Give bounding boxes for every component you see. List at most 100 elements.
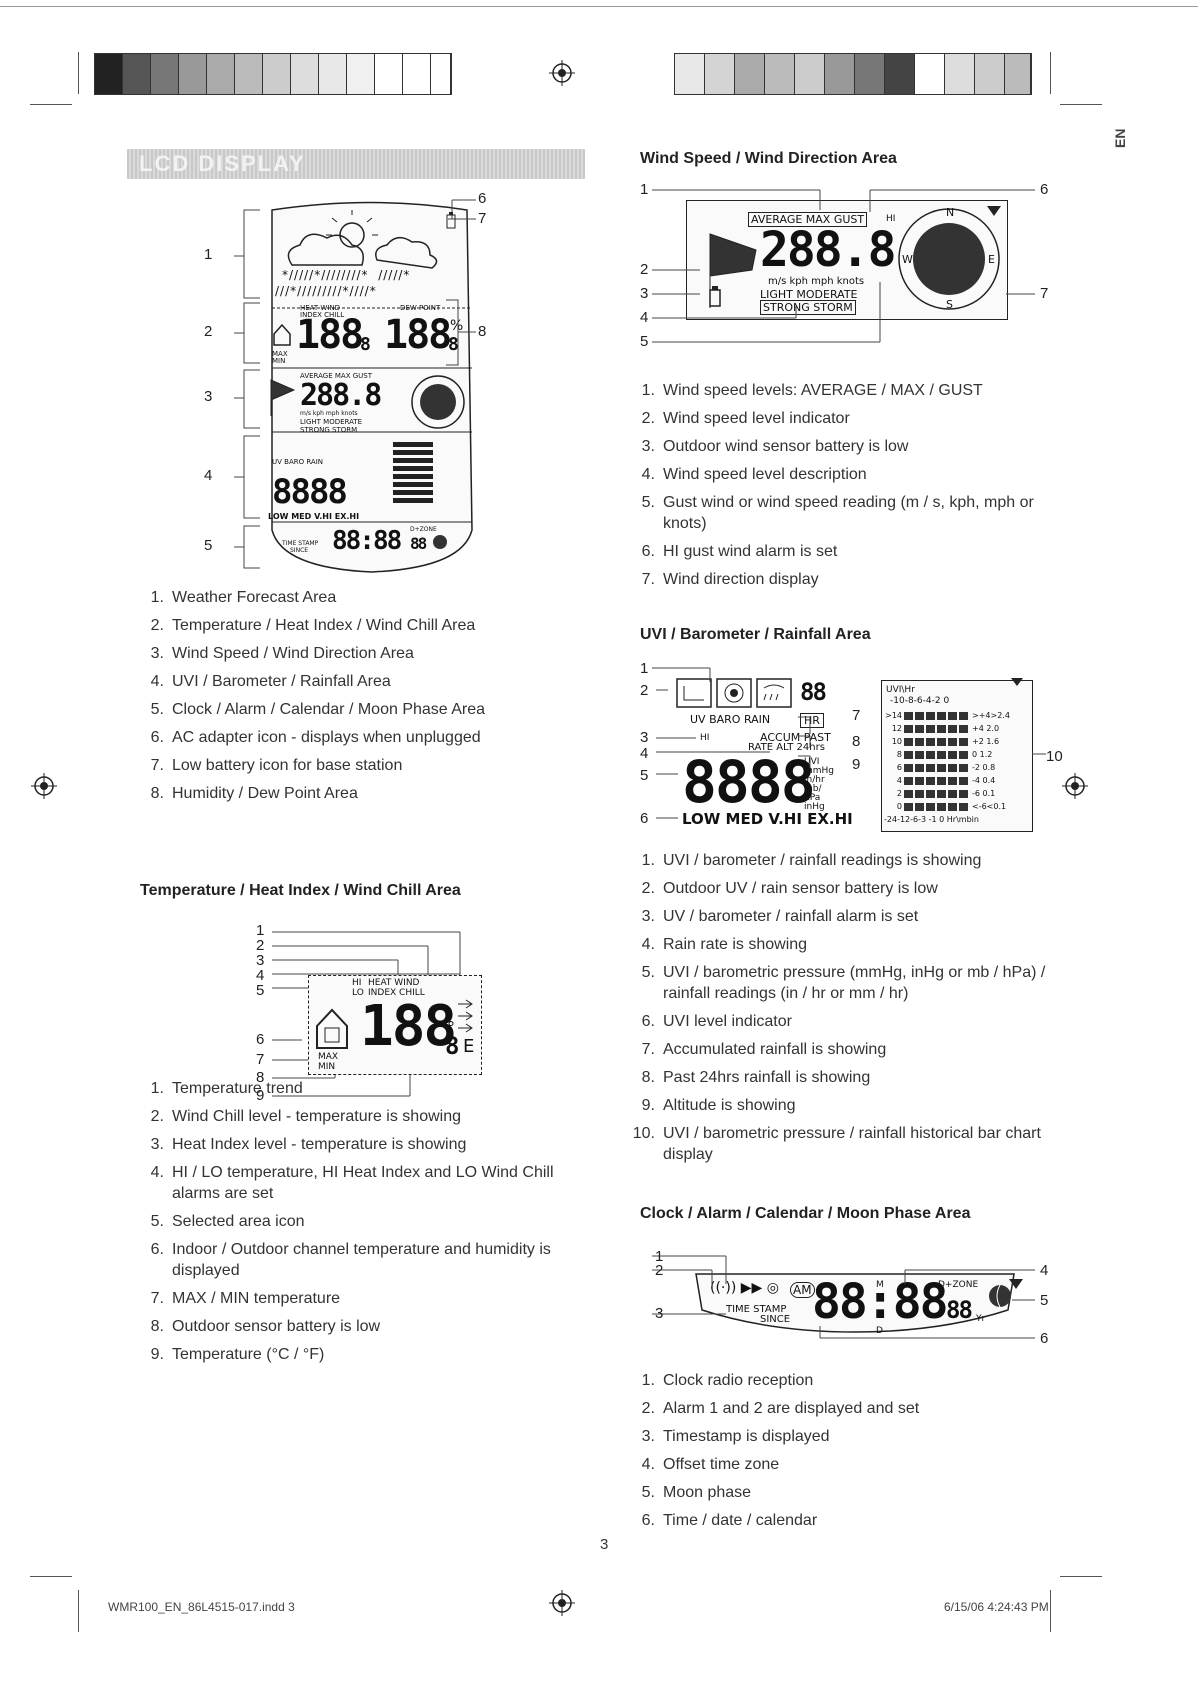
time-stamp-label: TIME STAMP (726, 1304, 787, 1315)
uvi-units-list: UVI mmHg in/hr mb/ hPa inHg (804, 758, 834, 812)
battery-icon (709, 286, 721, 307)
callout-number: 6 (478, 190, 487, 207)
alarm-triangle-icon (1011, 678, 1023, 686)
list-item: 2.Wind Chill level - temperature is show… (150, 1108, 461, 1125)
chart-bar-cell (926, 750, 935, 759)
list-item: 8.Humidity / Dew Point Area (150, 785, 358, 802)
since-label: SINCE (760, 1314, 791, 1325)
list-item: 6.UVI level indicator (641, 1013, 792, 1030)
language-tab: EN (1112, 128, 1128, 148)
list-item: 3.Wind Speed / Wind Direction Area (150, 645, 414, 662)
list-item: 1.Temperature trend (150, 1080, 303, 1097)
chart-row-right-label: -6 0.1 (972, 789, 996, 798)
callout-number: 5 (640, 333, 649, 350)
compass-icon: N S W E (898, 206, 1000, 311)
main-wind-value: 288.8 (300, 378, 382, 413)
main-clock-value: 88:88 (332, 526, 402, 556)
temperature-section-title: Temperature / Heat Index / Wind Chill Ar… (140, 882, 461, 899)
chart-bar-cell (959, 711, 968, 720)
alarm-triangle-icon (987, 206, 1001, 216)
clock-list: 1.Clock radio reception 2.Alarm 1 and 2 … (631, 1370, 1071, 1538)
callout-number: 8 (852, 733, 861, 750)
clock-value: 88:88 (812, 1274, 948, 1330)
callout-number: 3 (640, 285, 649, 302)
chart-bar-cell (948, 711, 957, 720)
day-label: D (876, 1326, 883, 1336)
list-item: 4.UVI / Barometer / Rainfall Area (150, 673, 391, 690)
list-item: 3.Outdoor wind sensor battery is low (641, 438, 909, 455)
max-label: MAX (318, 1052, 339, 1062)
chart-bar-cell (948, 776, 957, 785)
temperature-value: 188 (360, 994, 457, 1059)
list-item: 5.Moon phase (641, 1484, 752, 1501)
chart-bar-cell (926, 724, 935, 733)
callout-number: 9 (852, 756, 861, 773)
since-label: SINCE (290, 547, 309, 554)
dew-point-label: DEW POINT (400, 304, 441, 312)
callout-number: 2 (640, 261, 649, 278)
list-item: 4.Wind speed level description (641, 466, 867, 483)
chart-bar-cell (926, 737, 935, 746)
chart-bar-cell (926, 763, 935, 772)
main-date-value: 88 (410, 534, 427, 553)
chart-bar-cell (937, 711, 946, 720)
wind-value: 288.8 (760, 222, 896, 278)
registration-mark-icon (31, 773, 57, 799)
chart-row-left-label: 12 (891, 724, 902, 733)
callout-number: 4 (256, 967, 265, 984)
callout-number: 6 (640, 810, 649, 827)
list-item: 1.UVI / barometer / rainfall readings is… (641, 852, 982, 869)
list-item: 9.Altitude is showing (641, 1097, 796, 1114)
chart-scale: -10-8-6-4-2 0 (890, 696, 950, 706)
callout-number: 8 (478, 323, 487, 340)
crop-mark (0, 6, 1198, 7)
main-temp-decimal: 8 (360, 334, 371, 355)
wind-list: 1.Wind speed levels: AVERAGE / MAX / GUS… (631, 380, 1071, 597)
chart-row-left-label: 2 (896, 789, 902, 798)
chart-bar-cell (915, 776, 924, 785)
chart-row: 10+2 1.6 (884, 735, 1030, 748)
rate-alt-label: RATE ALT 24hrs (748, 742, 825, 753)
chart-row-right-label: -4 0.4 (972, 776, 996, 785)
chart-row-right-label: >+4>2.4 (972, 711, 1010, 720)
d-zone-label: D+ZONE (938, 1280, 979, 1290)
chart-bar-cell (959, 737, 968, 746)
crop-mark (30, 104, 72, 105)
list-item: 6.Time / date / calendar (641, 1512, 818, 1529)
grayscale-bar-right (674, 53, 1032, 95)
temperature-list: 1.Temperature trend 2.Wind Chill level -… (140, 1078, 580, 1372)
callout-number: 6 (1040, 181, 1049, 198)
callout-number: 1 (256, 922, 265, 939)
snow-rain-pattern: ///*/////////*////* (275, 284, 377, 298)
list-item: 7.Wind direction display (641, 571, 819, 588)
callout-number: 2 (640, 682, 649, 699)
list-item: 3.Timestamp is displayed (641, 1428, 830, 1445)
chart-row-right-label: <-6<0.1 (972, 802, 1007, 811)
section-title: LCD DISPLAY (139, 151, 306, 176)
hi-label: HI (700, 733, 710, 743)
uvi-callout-lines (652, 667, 1046, 819)
crop-mark (78, 52, 79, 94)
uvi-bar-chart-mini (393, 442, 433, 503)
callout-number: 2 (256, 937, 265, 954)
chart-bar-cell (937, 802, 946, 811)
chart-bar-cell (926, 711, 935, 720)
registration-mark-icon (1062, 773, 1088, 799)
chart-bar-cell (904, 724, 913, 733)
chart-bar-cell (926, 776, 935, 785)
percent-symbol: % (450, 318, 464, 334)
hi-label: HI (886, 214, 896, 224)
chart-row: 2 -6 0.1 (884, 787, 1030, 800)
uv-baro-rain-label: UV BARO RAIN (690, 713, 771, 726)
footer-filename: WMR100_EN_86L4515-017.indd 3 (108, 1600, 295, 1614)
heat-wind-label: HEAT WIND (368, 978, 420, 988)
clock-lcd-outline (695, 1273, 1015, 1333)
min-label: MIN (272, 357, 286, 365)
chart-row-right-label: 0 1.2 (972, 750, 993, 759)
chart-bar-cell (904, 776, 913, 785)
radio-icons: ((·)) ▶▶ ◎ (710, 1280, 779, 1296)
heat-wind-label: HEAT WIND (300, 304, 341, 312)
index-chill-label: INDEX CHILL (300, 311, 345, 319)
